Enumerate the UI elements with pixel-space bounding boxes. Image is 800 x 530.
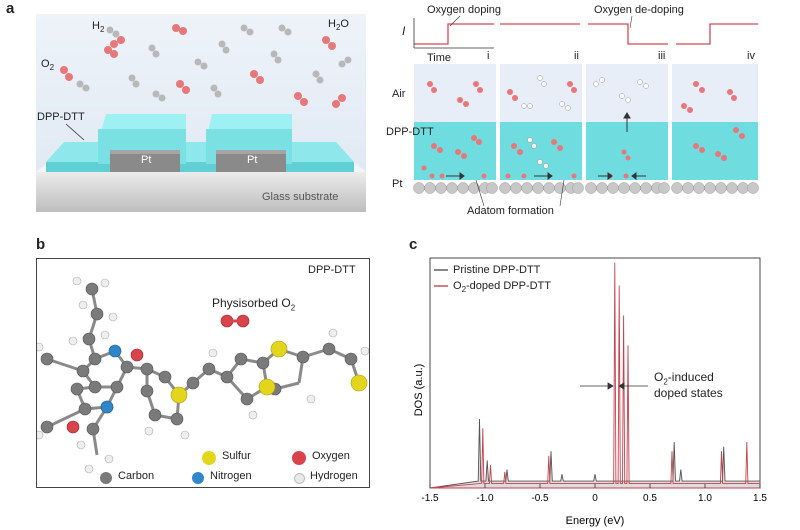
hydrogen-molecules <box>76 24 352 102</box>
x-tick-label: 1.0 <box>698 493 712 504</box>
x-tick-label: 0 <box>592 493 598 504</box>
physisorbed-o2-label: Physisorbed O2 <box>212 296 296 313</box>
panel-b-label: b <box>36 236 46 253</box>
legend-doped: O2-doped DPP-DTT <box>453 280 551 295</box>
oxygen-molecules <box>60 24 346 108</box>
hydrogen-swatch <box>294 473 305 484</box>
substrate-label: Glass substrate <box>262 191 339 203</box>
x-tick-label: 1.5 <box>753 493 767 504</box>
pristine-dos-line <box>429 418 761 489</box>
stage-ii: ii <box>574 50 579 62</box>
carbon-atoms <box>40 282 358 436</box>
carbon-label: Carbon <box>118 470 155 482</box>
pt-right-label: Pt <box>247 154 258 166</box>
dpp-leader-line <box>65 123 85 141</box>
dos-chart: -1.5 -1.0 -0.5 0 0.5 1.0 1.5 Energy (eV) DOS (… <box>413 257 767 527</box>
oxygen-label: Oxygen <box>312 450 350 462</box>
dpp-film-top <box>46 142 354 162</box>
sulfur-atoms <box>170 340 368 404</box>
x-ticks: -1.5 -1.0 -0.5 0 0.5 1.0 1.5 <box>421 484 767 504</box>
adatom-leader-1 <box>475 179 485 207</box>
x-tick-label: -0.5 <box>531 493 549 504</box>
hydrogen-atoms <box>37 276 369 474</box>
nitrogen-swatch <box>192 472 204 484</box>
x-tick-label: -1.0 <box>476 493 494 504</box>
process-pt-label: Pt <box>392 178 403 190</box>
nitrogen-atoms <box>100 344 122 414</box>
x-axis-label: Energy (eV) <box>566 515 625 527</box>
sulfur-swatch <box>202 451 216 465</box>
pt-electrode-right-face <box>216 150 286 154</box>
pt-left-label: Pt <box>141 154 152 166</box>
pt-atom-rows <box>413 182 759 194</box>
glass-substrate <box>36 172 366 212</box>
dpp-film-side <box>46 162 354 172</box>
o2-label: O2 <box>41 58 55 73</box>
adatom-label: Adatom formation <box>467 205 554 217</box>
device-schematic <box>36 14 366 212</box>
time-axis-label: Time <box>427 52 452 64</box>
panel-a-label: a <box>6 0 15 17</box>
doping-leader <box>449 15 461 27</box>
doped-dos-line <box>429 262 761 489</box>
current-traces <box>414 23 758 45</box>
y-axis-label: DOS (a.u.) <box>413 364 425 417</box>
h2o-label: H2O <box>328 18 349 33</box>
oxygen-swatch <box>292 451 306 465</box>
molecule-frame <box>36 258 370 488</box>
nitrogen-label: Nitrogen <box>210 470 252 482</box>
oxygen-atoms <box>66 314 250 434</box>
process-schematic <box>413 15 759 207</box>
stage-iv: iv <box>747 50 755 62</box>
annotation-line2: doped states <box>654 386 723 400</box>
air-label: Air <box>392 88 406 100</box>
dedoping-leader <box>629 15 633 29</box>
legend-b: Carbon Nitrogen Sulfur Hydrogen Oxygen <box>100 448 370 488</box>
molecule-structure <box>37 276 369 474</box>
x-tick-label: -1.5 <box>421 493 439 504</box>
pt-electrode-right <box>216 150 286 172</box>
adatom-leader-2 <box>559 179 565 207</box>
stage-i: i <box>487 50 490 62</box>
dpp-label: DPP-DTT <box>37 111 85 123</box>
pt-electrode-left <box>110 150 180 172</box>
sulfur-label: Sulfur <box>222 450 251 462</box>
h2-label: H2 <box>92 20 105 35</box>
stage-iii: iii <box>658 50 666 62</box>
annotation-arrows <box>580 382 648 390</box>
carbon-swatch <box>100 472 112 484</box>
oxygen-doping-label: Oxygen doping <box>427 4 501 16</box>
process-desorbed <box>521 75 649 169</box>
oxygen-dedoping-label: Oxygen de-doping <box>594 4 684 16</box>
dpp-structure-title: DPP-DTT <box>308 264 356 276</box>
annotation-line1: O2-induced <box>654 370 714 387</box>
process-arrows <box>446 112 646 180</box>
process-oxygen <box>421 81 745 179</box>
hydrogen-label: Hydrogen <box>310 470 358 482</box>
current-axis-label: I <box>402 24 406 38</box>
process-dpp-label: DPP-DTT <box>386 126 434 138</box>
x-tick-label: 0.5 <box>643 493 657 504</box>
panel-c-label: c <box>409 236 418 253</box>
stage-columns <box>414 64 758 180</box>
legend-pristine: Pristine DPP-DTT <box>453 264 541 276</box>
pt-electrode-left-face <box>110 150 180 154</box>
